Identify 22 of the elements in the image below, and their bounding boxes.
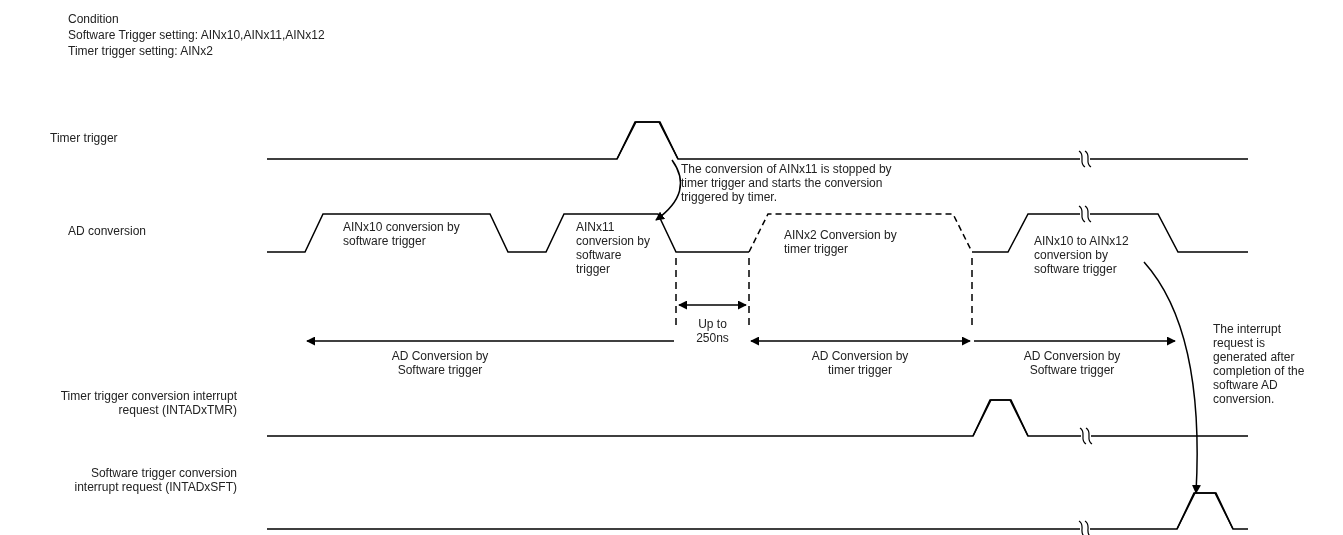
pulse-shape — [973, 400, 1028, 436]
pulse-label: AINx10 to AINx12 conversion by software trigger — [1034, 234, 1144, 276]
pulse-shape — [617, 122, 678, 159]
signal-name: Timer trigger — [50, 131, 118, 145]
condition-text: Timer trigger setting: AINx2 — [68, 44, 213, 58]
curved-arrow — [655, 159, 682, 221]
edge-label: The conversion of AINx11 is stopped by timer trigger and starts the conversion triggered by timer. — [681, 162, 893, 204]
pulse-label: AINx11 conversion by software trigger — [576, 220, 656, 276]
span-label: AD Conversion by Software trigger — [1022, 349, 1122, 377]
edge-label: The interrupt request is generated after completion of the software AD conversion. — [1213, 322, 1306, 406]
signal-name: Timer trigger conversion interrupt request (INTADxTMR) — [59, 389, 237, 417]
span-label: AD Conversion by Software trigger — [390, 349, 490, 377]
condition-heading: Condition — [68, 12, 119, 26]
condition-text: Software Trigger setting: AINx10,AINx11,AINx12 — [68, 28, 325, 42]
duration-label: Up to 250ns — [695, 317, 730, 345]
pulse-label: AINx10 conversion by software trigger — [343, 220, 493, 248]
signal-name: AD conversion — [68, 224, 147, 238]
pulse-shape — [1177, 493, 1233, 529]
pulse-label: AINx2 Conversion by timer trigger — [784, 228, 924, 256]
curved-arrow — [1143, 261, 1201, 494]
span-label: AD Conversion by timer trigger — [810, 349, 910, 377]
signal-name: Software trigger conversion interrupt request (INTADxSFT) — [73, 466, 237, 494]
